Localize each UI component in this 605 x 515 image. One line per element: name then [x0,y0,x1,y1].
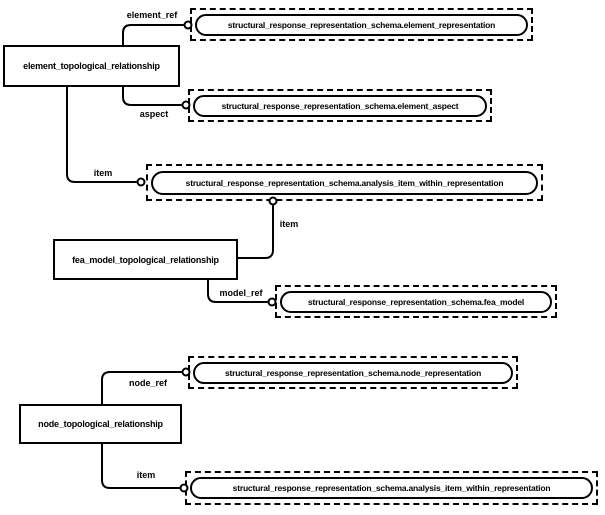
relationship-label-model-ref: model_ref [219,288,263,298]
relationship-label-aspect: aspect [139,109,169,119]
entity-box-element-topological-relationship: element_topological_relationship [3,45,180,87]
ref-pill-element-aspect: structural_response_representation_schem… [193,94,487,117]
ref-frame-node-representation: structural_response_representation_schem… [188,356,518,389]
relationship-label-item-element: item [93,168,113,178]
connector-item-node [101,443,180,489]
connector-element-ref [122,24,184,46]
entity-box-fea-model-topological-relationship: fea_model_topological_relationship [53,239,238,280]
entity-box-node-topological-relationship: node_topological_relationship [19,404,182,444]
connector-aspect [122,86,182,106]
ref-pill-analysis-item-within-representation-bottom: structural_response_representation_schem… [190,477,593,499]
relationship-label-item-node: item [136,470,156,480]
ref-frame-fea-model: structural_response_representation_schem… [275,285,557,318]
connector-item-fea-model [237,205,274,259]
ref-frame-analysis-item-within-representation-bottom: structural_response_representation_schem… [185,471,598,505]
ref-pill-fea-model: structural_response_representation_schem… [280,290,552,313]
ref-frame-element-aspect: structural_response_representation_schem… [188,89,492,122]
ref-frame-element-representation: structural_response_representation_schem… [190,8,533,41]
relationship-label-node-ref: node_ref [128,378,168,388]
relationship-label-element-ref: element_ref [126,10,178,20]
relationship-label-item-fea-model: item [279,219,299,229]
ref-pill-analysis-item-within-representation-top: structural_response_representation_schem… [151,170,538,195]
connector-node-ref [101,371,182,405]
ref-pill-node-representation: structural_response_representation_schem… [193,361,513,384]
ref-pill-element-representation: structural_response_representation_schem… [195,13,528,36]
ref-frame-analysis-item-within-representation-top: structural_response_representation_schem… [146,164,543,201]
terminal-circle-analysis-item-top [136,177,146,187]
